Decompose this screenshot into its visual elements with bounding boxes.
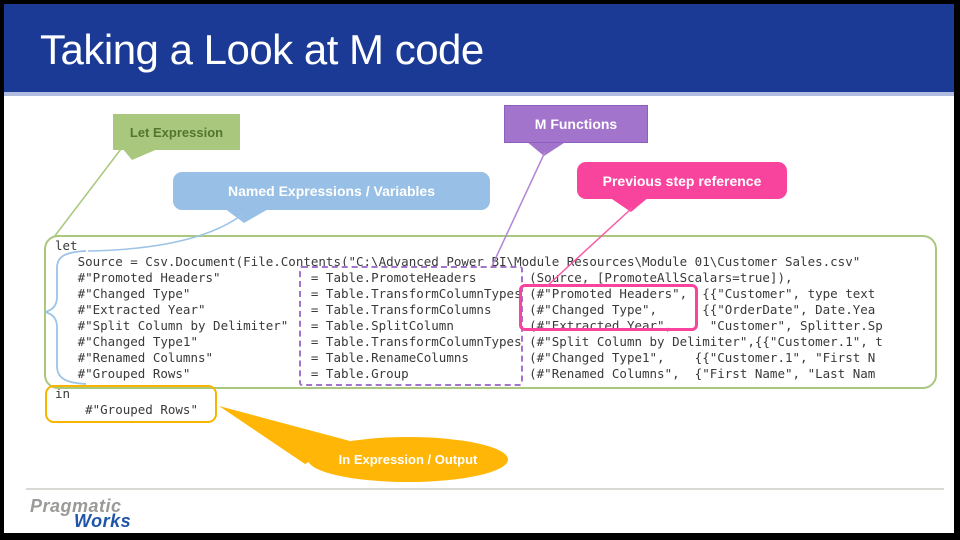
- callout-let-expression: Let Expression: [113, 114, 240, 150]
- slide-title: Taking a Look at M code: [40, 26, 484, 73]
- previous-callout-tail: [609, 197, 649, 212]
- in-expression-code: in #"Grouped Rows": [55, 386, 198, 417]
- previous-step-box: [519, 284, 698, 331]
- callout-let-expression-label: Let Expression: [129, 124, 224, 140]
- callout-in-expression-output-label: In Expression / Output: [338, 452, 478, 467]
- header-band: [4, 4, 954, 92]
- named-callout-tail: [224, 208, 270, 223]
- m-functions-box: [299, 266, 523, 386]
- functions-callout-tail: [526, 141, 567, 156]
- callout-previous-step: Previous step reference: [577, 162, 787, 199]
- callout-named-expressions-label: Named Expressions / Variables: [228, 183, 435, 199]
- logo-works: Works: [74, 511, 132, 531]
- let-connector-line: [53, 148, 122, 238]
- callout-m-functions-label: M Functions: [534, 116, 618, 132]
- logo-pragmatic: Pragmatic: [30, 496, 122, 516]
- footer-divider: [26, 488, 944, 490]
- callout-previous-step-label: Previous step reference: [602, 172, 762, 189]
- callout-m-functions: M Functions: [504, 105, 648, 143]
- callout-named-expressions: Named Expressions / Variables: [173, 172, 490, 210]
- callout-in-expression-output: In Expression / Output: [308, 437, 508, 482]
- in-output-box: [45, 385, 217, 423]
- header-underline: [4, 92, 954, 96]
